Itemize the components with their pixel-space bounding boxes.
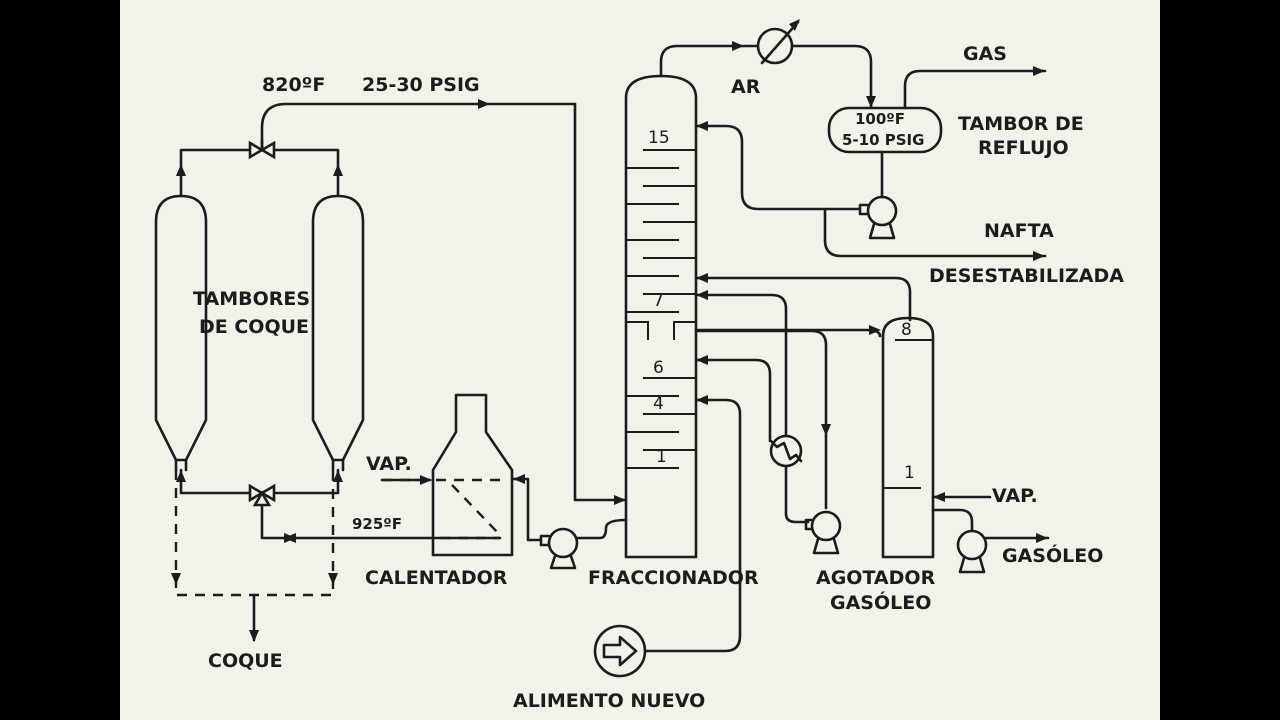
label-gasoleo: GASÓLEO bbox=[1002, 543, 1103, 567]
heater-feed-line bbox=[510, 474, 542, 542]
label-gas: GAS bbox=[963, 43, 1007, 65]
stripper-vapor-return bbox=[694, 273, 912, 322]
label-agotador-1: AGOTADOR bbox=[816, 567, 936, 589]
pumparound-pump-icon bbox=[804, 510, 842, 555]
label-reflux-temp: 100ºF bbox=[855, 110, 905, 128]
reflux-return-line bbox=[694, 121, 862, 211]
label-tambores-2: DE COQUE bbox=[199, 316, 309, 338]
tray-label-6: 6 bbox=[653, 358, 664, 378]
label-alimento-nuevo: ALIMENTO NUEVO bbox=[513, 690, 705, 712]
coke-drum-right bbox=[311, 194, 365, 472]
heat-exchanger-icon bbox=[769, 434, 803, 468]
air-cooler-icon bbox=[756, 19, 800, 65]
gasoil-pump-icon bbox=[956, 529, 988, 574]
pumparound-lines bbox=[694, 290, 882, 524]
fractionator-overhead-line bbox=[659, 41, 876, 110]
fractionator-column bbox=[624, 74, 698, 559]
reflux-drum bbox=[827, 106, 943, 154]
label-coque: COQUE bbox=[208, 650, 283, 672]
fresh-feed-pump-icon bbox=[593, 624, 647, 678]
stripper-tray-8: 8 bbox=[901, 320, 912, 340]
label-reflux-pressure: 5-10 PSIG bbox=[842, 131, 924, 149]
fresh-feed-line bbox=[644, 395, 742, 653]
drum-bottom-piping bbox=[176, 468, 502, 543]
reflux-pump-icon bbox=[858, 150, 898, 240]
tray-label-4: 4 bbox=[653, 394, 664, 414]
label-fraccionador: FRACCIONADOR bbox=[588, 567, 759, 589]
gasoil-product-line bbox=[931, 508, 1050, 543]
label-nafta-2: DESESTABILIZADA bbox=[929, 265, 1124, 287]
heater-calentador bbox=[380, 393, 514, 557]
label-tambor-1: TAMBOR DE bbox=[958, 113, 1084, 135]
label-ar: AR bbox=[731, 76, 761, 98]
coking-unit-flowsheet: 820ºF 25-30 PSIG TAMBORES DE COQUE COQUE… bbox=[154, 19, 1124, 712]
label-calentador: CALENTADOR bbox=[365, 567, 508, 589]
stripper-steam-line bbox=[931, 492, 992, 502]
label-temp-820: 820ºF bbox=[262, 74, 325, 96]
stripper-tray-1: 1 bbox=[904, 463, 915, 483]
tray-label-15: 15 bbox=[648, 128, 670, 148]
label-tambores-1: TAMBORES bbox=[193, 288, 310, 310]
label-vap-left: VAP. bbox=[366, 453, 412, 475]
label-tambor-2: REFLUJO bbox=[978, 137, 1069, 159]
tray-label-7: 7 bbox=[653, 291, 664, 311]
coke-discharge-lines bbox=[171, 470, 338, 642]
gas-outlet-line bbox=[903, 66, 1047, 110]
label-temp-925: 925ºF bbox=[352, 515, 402, 533]
drum-overhead-piping bbox=[176, 102, 577, 198]
label-pressure-25-30: 25-30 PSIG bbox=[362, 74, 480, 96]
label-vap-right: VAP. bbox=[992, 485, 1038, 507]
drum-vapor-to-fractionator bbox=[573, 102, 628, 505]
inlet-valve-icon bbox=[248, 483, 276, 507]
label-agotador-2: GASÓLEO bbox=[830, 590, 931, 614]
pump-feed-icon bbox=[539, 518, 628, 570]
tray-label-1: 1 bbox=[656, 447, 667, 467]
gasoil-stripper bbox=[881, 316, 935, 559]
coke-drum-left bbox=[154, 194, 208, 472]
overhead-valve-icon bbox=[248, 138, 276, 160]
label-nafta-1: NAFTA bbox=[984, 220, 1054, 242]
naphtha-outlet-line bbox=[823, 207, 1047, 261]
process-diagram: 820ºF 25-30 PSIG TAMBORES DE COQUE COQUE… bbox=[120, 0, 1160, 720]
